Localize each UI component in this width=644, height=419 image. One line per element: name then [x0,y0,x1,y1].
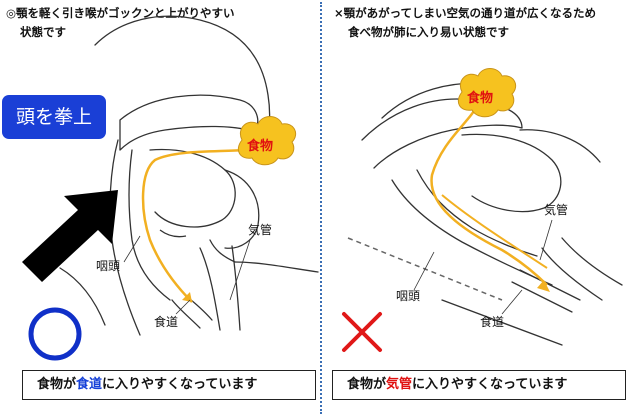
left-result-highlight: 食道 [76,377,103,392]
right-trachea [541,247,603,301]
right-food-blob [457,68,517,118]
right-jaw [519,129,601,163]
panel-divider [320,2,322,414]
left-result-box: 食物が食道に入りやすくなっています [22,370,316,400]
left-jaw [224,169,260,249]
right-caption-line1: ×顎があがってしまい空気の通り道が広くなるため [334,6,597,20]
right-caption: ×顎があがってしまい空気の通り道が広くなるため 食べ物が肺に入り易い状態です [334,4,596,42]
right-result-highlight: 気管 [386,377,413,392]
left-trachea [199,247,221,331]
right-trachea-label: 気管 [544,202,568,217]
left-food-path [141,148,246,303]
arrow-up-right-icon [22,190,118,282]
right-food-label: 食物 [467,90,493,106]
left-anatomy-diagram: 食物 気管 咽頭 食道 [22,15,319,361]
left-trachea-label: 気管 [248,222,272,237]
right-anatomy-diagram: 食物 気管 咽頭 食道 [342,68,623,352]
left-nasal-cavity [119,94,259,151]
right-food-path [430,104,548,286]
left-esophagus-label: 食道 [154,314,178,329]
right-result-suffix: に入りやすくなっています [412,377,568,392]
left-esophagus [171,299,201,329]
left-food-label: 食物 [247,138,273,154]
left-tongue [149,148,236,228]
right-food-arrowhead [537,280,550,292]
right-result-prefix: 食物が [347,377,387,392]
left-result-prefix: 食物が [37,377,77,392]
right-esophagus-label: 食道 [480,314,504,329]
right-caption-line2: 食べ物が肺に入り易い状態です [348,25,509,39]
right-nasal-cavity [361,98,523,169]
left-pharynx-label: 咽頭 [96,259,120,273]
left-pharynx-wall [109,139,141,336]
left-caption-line2: 状態です [20,25,66,39]
correct-circle-icon [28,307,82,361]
right-tongue [461,133,562,213]
right-result-box: 食物が気管に入りやすくなっています [332,370,626,400]
wrong-cross-icon [342,312,382,352]
left-result-suffix: に入りやすくなっています [102,377,258,392]
right-pharynx-label: 咽頭 [396,289,420,303]
raise-head-badge: 頭を拳上 [2,95,106,139]
left-food-blob [237,116,297,166]
left-food-arrowhead [182,292,192,302]
right-esophagus [511,281,573,313]
